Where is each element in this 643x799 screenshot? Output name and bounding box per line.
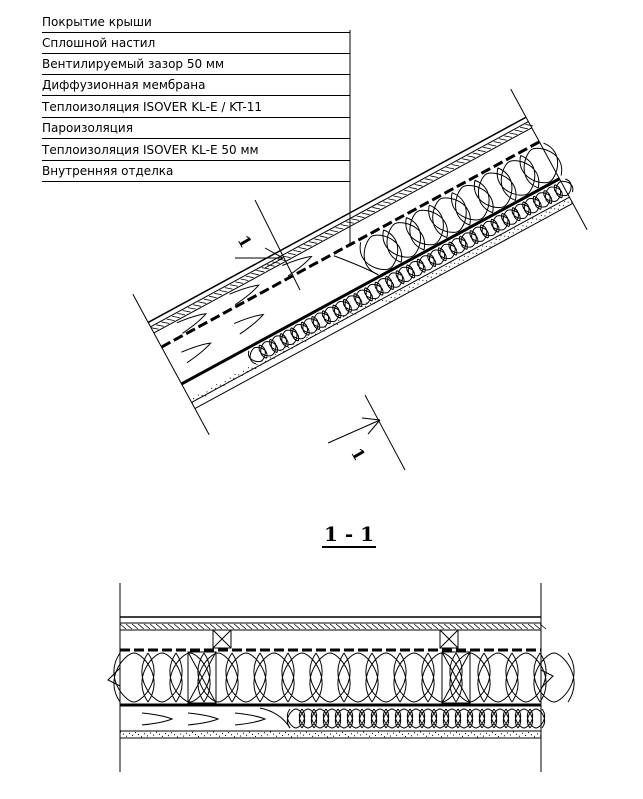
legend-layer-insulation-main: Теплоизоляция ISOVER KL-E / KT-11 bbox=[42, 97, 350, 118]
rafter bbox=[441, 651, 471, 704]
sheathing-bottom bbox=[153, 127, 533, 334]
airflow-arrow bbox=[282, 255, 313, 277]
finish-bottom bbox=[194, 202, 574, 409]
legend-layer-roofing: Покрытие крыши bbox=[42, 12, 350, 33]
vapor-barrier bbox=[180, 177, 561, 386]
legend-layer-vent-gap: Вентилируемый зазор 50 мм bbox=[42, 54, 350, 75]
airflow-arrow bbox=[141, 712, 174, 726]
rafter-cross bbox=[439, 629, 459, 649]
interior-finish bbox=[120, 731, 541, 738]
section-mark-label: 1 bbox=[347, 445, 369, 464]
roofing-line bbox=[147, 116, 527, 324]
rafter-cross bbox=[187, 651, 217, 704]
sheathing-top bbox=[150, 121, 529, 328]
rafter-cross bbox=[212, 629, 232, 649]
finish-top bbox=[191, 196, 570, 403]
legend-layer-sheathing: Сплошной настил bbox=[42, 33, 350, 54]
airflow-arrow bbox=[181, 342, 212, 364]
rafter bbox=[187, 651, 217, 704]
break-line-right bbox=[540, 669, 554, 689]
insulation-50 bbox=[248, 178, 574, 365]
section-end-right bbox=[510, 88, 588, 230]
sheathing-hatch bbox=[150, 124, 534, 330]
legend-layer-membrane: Диффузионная мембрана bbox=[42, 75, 350, 96]
airflow-arrow bbox=[233, 313, 265, 335]
airflow-arrow bbox=[229, 284, 260, 306]
insulation-transition bbox=[259, 707, 291, 729]
airflow-arrow bbox=[234, 712, 267, 726]
diffusion-membrane bbox=[160, 140, 541, 349]
airflow-arrow bbox=[187, 712, 220, 726]
horizontal-roof-section bbox=[113, 616, 575, 739]
rafter bbox=[439, 629, 459, 649]
sheathing-hatch bbox=[119, 623, 547, 630]
legend-layer-vapor-barrier: Пароизоляция bbox=[42, 118, 350, 139]
rafter bbox=[212, 629, 232, 649]
interior-finish bbox=[191, 201, 573, 404]
rafter-cross bbox=[441, 651, 471, 704]
legend-layer-insulation-50: Теплоизоляция ISOVER KL-E 50 мм bbox=[42, 140, 350, 161]
section-mark-label: 1 bbox=[234, 232, 256, 251]
sloped-roof-section bbox=[132, 88, 588, 436]
section-cut-mark-lower: 1 bbox=[327, 394, 406, 471]
section-end-left bbox=[132, 294, 210, 436]
break-line-left bbox=[107, 667, 121, 687]
insulation-main bbox=[359, 142, 563, 276]
legend-layer-interior-finish: Внутренняя отделка bbox=[42, 161, 350, 182]
insulation-50 bbox=[286, 708, 546, 729]
airflow-arrow bbox=[176, 313, 208, 334]
insulation-main bbox=[113, 652, 575, 703]
section-title: 1 - 1 bbox=[322, 522, 377, 548]
